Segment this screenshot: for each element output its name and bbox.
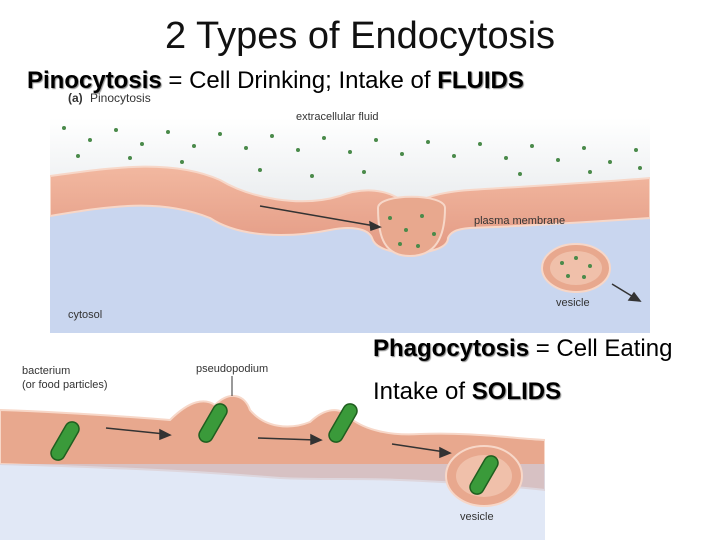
panel-a-title: Pinocytosis	[90, 91, 151, 105]
pinocytic-vesicle	[541, 243, 611, 293]
intake-of-text: Intake of	[373, 378, 472, 405]
panel-a-tag: (a)	[68, 91, 83, 105]
plasma-membrane	[50, 165, 650, 255]
fluids-emphasis: FLUIDS	[437, 67, 524, 94]
pinocytosis-definition: = Cell Drinking; Intake of	[161, 67, 438, 94]
arrow-to-pocket	[259, 205, 382, 232]
arrow-to-vesicle	[391, 443, 452, 459]
bacterium-1	[50, 421, 80, 461]
arrow-to-pseudopodium	[105, 427, 172, 441]
label-bacterium: bacterium	[22, 365, 70, 377]
arrow-engulf	[257, 433, 323, 446]
bacterium-3	[328, 403, 358, 443]
label-pseudopodium: pseudopodium	[196, 363, 268, 375]
membrane-pocket	[376, 195, 447, 258]
fluid-particles	[62, 126, 642, 248]
label-vesicle-b: vesicle	[460, 511, 494, 523]
label-vesicle-a: vesicle	[556, 297, 590, 309]
phagocytosis-definition: = Cell Eating	[529, 335, 673, 362]
phagocytosis-figure: bacterium (or food particles) pseudopodi…	[0, 340, 545, 540]
bacterium-2	[198, 403, 228, 443]
phagocytic-vesicle	[445, 445, 523, 507]
label-plasma-membrane: plasma membrane	[474, 215, 565, 227]
label-cytosol: cytosol	[68, 309, 102, 321]
label-extracellular-fluid: extracellular fluid	[296, 111, 379, 123]
pinocytosis-term: Pinocytosis	[27, 67, 162, 94]
phagocytosis-term: Phagocytosis	[373, 335, 530, 362]
slide-title: 2 Types of Endocytosis	[164, 15, 556, 57]
pinocytosis-heading: Pinocytosis = Cell Drinking; Intake of F…	[27, 66, 524, 96]
pinocytosis-figure: (a) Pinocytosis extracellular fluid plas…	[50, 91, 650, 333]
extracellular-fluid-region	[50, 118, 650, 208]
solids-emphasis: SOLIDS	[471, 378, 562, 405]
label-food-particles: (or food particles)	[22, 379, 108, 391]
phagocytosis-heading: Phagocytosis = Cell Eating	[373, 334, 672, 364]
phagocytosis-intake: Intake of SOLIDS	[373, 377, 561, 407]
arrow-vesicle-out	[611, 283, 642, 302]
